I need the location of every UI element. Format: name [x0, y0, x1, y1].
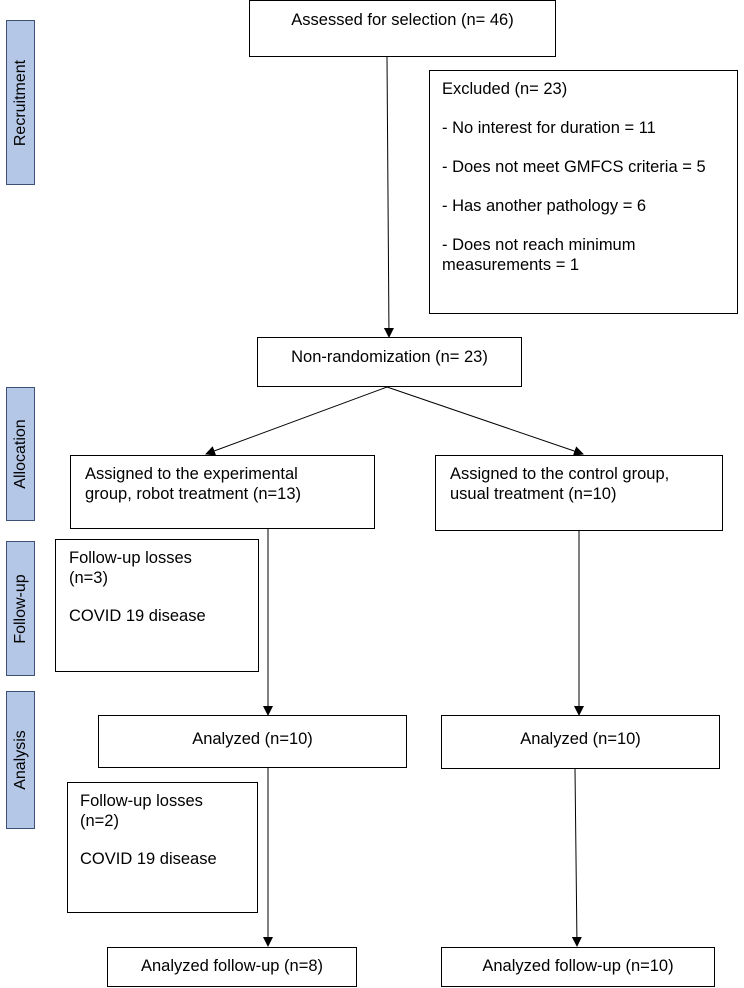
experimental-assigned-text: Assigned to the experimental group, robo… [85, 465, 301, 503]
experimental-followup-text: Analyzed follow-up (n=8) [140, 957, 324, 975]
stage-recruitment: Recruitment [6, 20, 35, 185]
non-randomization-text: Non-randomization (n= 23) [291, 348, 488, 366]
arrow-nonrandom-to-experimental [205, 386, 388, 456]
assessed-box: Assessed for selection (n= 46) [249, 0, 556, 57]
excluded-title: Excluded (n= 23) [442, 80, 568, 98]
control-assigned-box: Assigned to the control group, usual tre… [435, 455, 723, 531]
excluded-reason: - No interest for duration = 11 [442, 119, 656, 137]
arrow-control-analyzed-to-followup [571, 768, 582, 947]
arrow-assessed-to-nonrandom [383, 56, 394, 338]
control-assigned-text: Assigned to the control group, usual tre… [450, 465, 670, 503]
arrow-nonrandom-to-control [386, 386, 584, 456]
experimental-analyzed-box: Analyzed (n=10) [98, 715, 407, 768]
excluded-reason: - Does not meet GMFCS criteria = 5 [442, 158, 706, 176]
control-followup-text: Analyzed follow-up (n=10) [482, 957, 674, 975]
non-randomization-box: Non-randomization (n= 23) [257, 337, 522, 387]
experimental-assigned-box: Assigned to the experimental group, robo… [70, 455, 375, 529]
assessed-text: Assessed for selection (n= 46) [291, 11, 514, 29]
excluded-box: Excluded (n= 23) - No interest for durat… [429, 70, 738, 314]
control-analyzed-text: Analyzed (n=10) [520, 730, 641, 748]
stage-analysis: Analysis [6, 691, 35, 829]
experimental-analyzed-text: Analyzed (n=10) [192, 730, 313, 748]
stage-allocation: Allocation [6, 387, 35, 521]
excluded-reason: - Does not reach minimum measurements = … [442, 236, 636, 274]
control-followup-box: Analyzed follow-up (n=10) [441, 947, 715, 987]
excluded-reason: - Has another pathology = 6 [442, 197, 647, 215]
losses-1-title: Follow-up losses (n=3) [69, 549, 192, 587]
experimental-followup-box: Analyzed follow-up (n=8) [107, 947, 357, 987]
experimental-losses-2-box: Follow-up losses (n=2) COVID 19 disease [67, 782, 258, 913]
experimental-losses-1-box: Follow-up losses (n=3) COVID 19 disease [55, 539, 259, 672]
stage-follow-up: Follow-up [6, 541, 35, 676]
control-analyzed-box: Analyzed (n=10) [441, 715, 720, 769]
losses-1-reason: COVID 19 disease [69, 607, 206, 625]
losses-2-title: Follow-up losses (n=2) [80, 792, 203, 830]
losses-2-reason: COVID 19 disease [80, 850, 217, 868]
